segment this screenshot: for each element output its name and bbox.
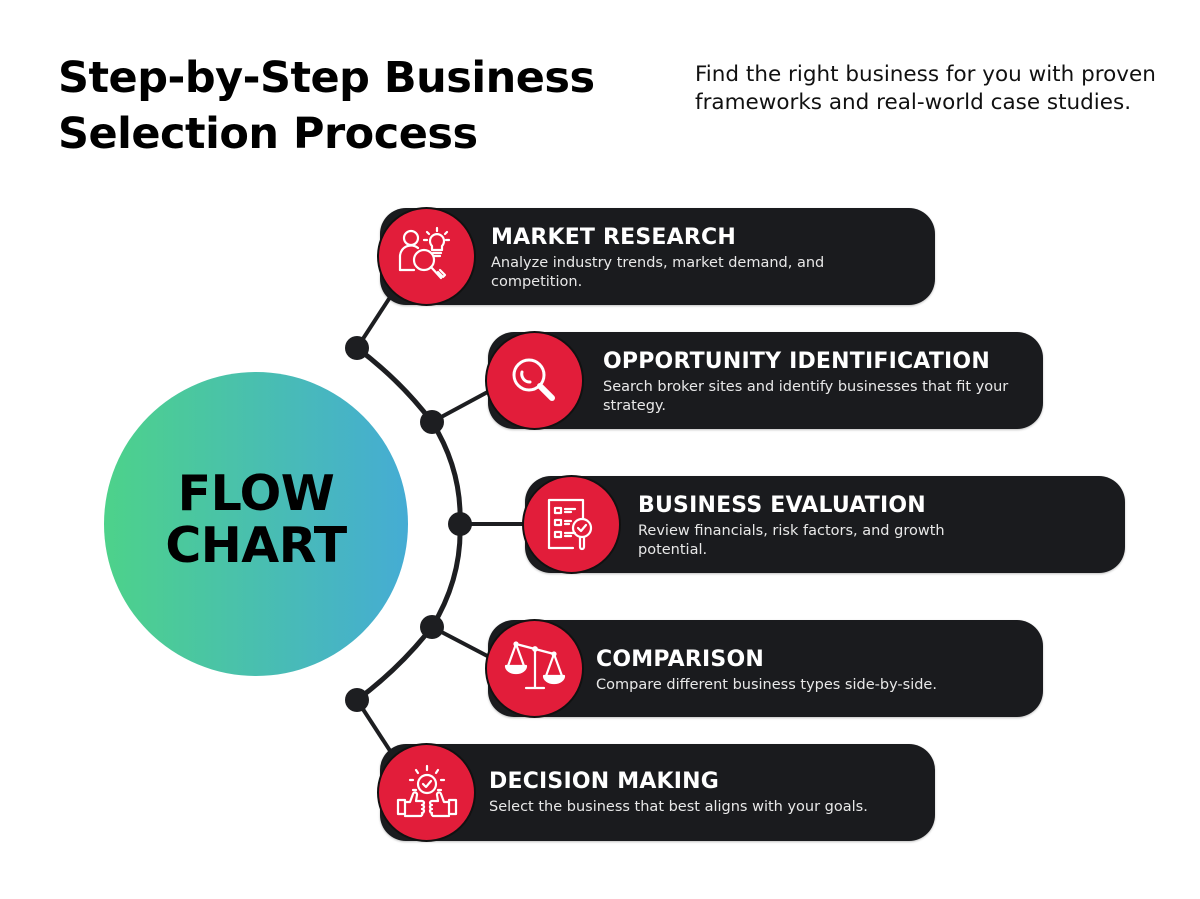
- step-description: Select the business that best aligns wit…: [489, 799, 868, 815]
- page-subtitle: Find the right business for you with pro…: [695, 62, 1156, 115]
- step-icon-badge: [485, 619, 584, 718]
- market-research-icon: [398, 226, 450, 279]
- step-card-opportunity-identification: OPPORTUNITY IDENTIFICATION Search broker…: [485, 331, 1043, 430]
- thumbs-up-decision-icon: [396, 764, 457, 817]
- step-title: MARKET RESEARCH: [491, 225, 736, 250]
- step-title: DECISION MAKING: [489, 769, 720, 794]
- balance-scale-icon: [504, 640, 565, 689]
- connector-node-1: [345, 336, 369, 360]
- magnifying-glass-icon: [512, 358, 555, 401]
- connector-node-5: [345, 688, 369, 712]
- connector-node-2: [420, 410, 444, 434]
- page-title-line-2: Selection Process: [58, 109, 478, 159]
- step-title: BUSINESS EVALUATION: [638, 493, 926, 518]
- step-card-business-evaluation: BUSINESS EVALUATION Review financials, r…: [522, 475, 1125, 574]
- step-title: COMPARISON: [596, 647, 764, 672]
- hub-circle: [104, 372, 408, 676]
- step-description: Compare different business types side-by…: [596, 677, 937, 693]
- connector-node-3: [448, 512, 472, 536]
- step-icon-badge: [485, 331, 584, 430]
- hub-label-line-2: CHART: [165, 517, 347, 574]
- step-description: Review financials, risk factors, and gro…: [638, 523, 945, 558]
- step-icon-badge: [522, 475, 621, 574]
- step-icon-badge: [377, 743, 476, 842]
- step-icon-badge: [377, 207, 476, 306]
- step-card-market-research: MARKET RESEARCH Analyze industry trends,…: [377, 207, 935, 306]
- checklist-evaluation-icon: [547, 498, 592, 550]
- hub-label: FLOW CHART: [104, 468, 408, 572]
- page-title-line-1: Step-by-Step Business: [58, 53, 595, 103]
- connector-node-4: [420, 615, 444, 639]
- step-card-decision-making: DECISION MAKING Select the business that…: [377, 743, 935, 842]
- step-card-comparison: COMPARISON Compare different business ty…: [485, 619, 1043, 718]
- step-description: Search broker sites and identify busines…: [603, 379, 1009, 414]
- page-title: Step-by-Step Business Selection Process: [58, 50, 678, 162]
- hub-label-line-1: FLOW: [177, 465, 335, 522]
- step-description: Analyze industry trends, market demand, …: [491, 255, 825, 290]
- step-title: OPPORTUNITY IDENTIFICATION: [603, 349, 990, 374]
